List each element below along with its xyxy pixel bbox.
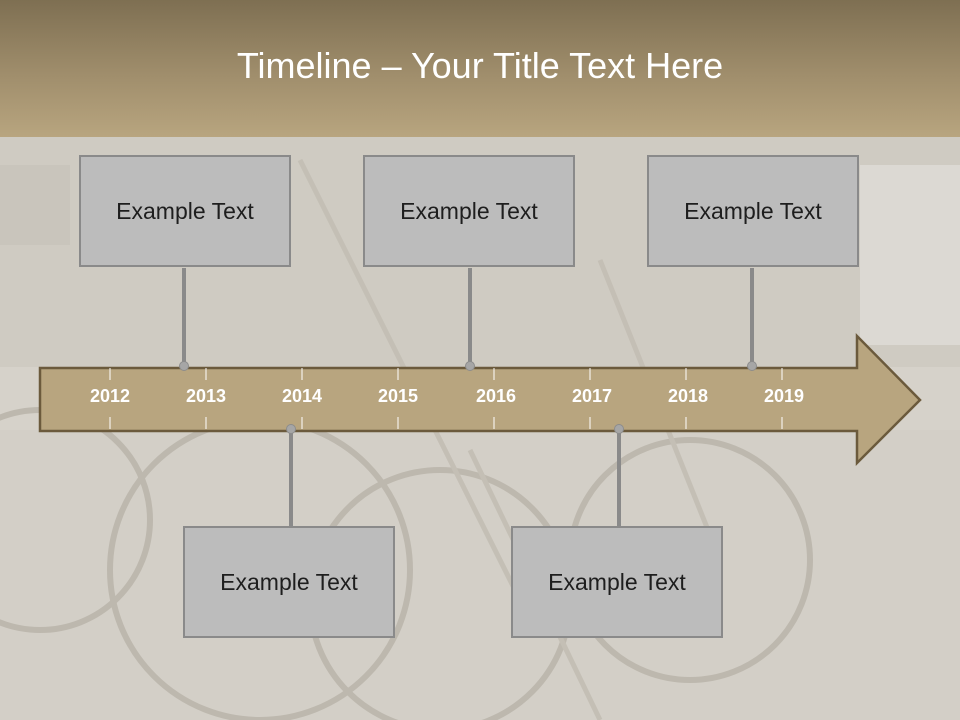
event-marker-dot — [747, 361, 757, 371]
event-box[interactable]: Example Text — [647, 155, 859, 267]
event-marker-dot — [286, 424, 296, 434]
year-label-2015: 2015 — [377, 386, 419, 406]
year-label-2014: 2014 — [281, 386, 323, 406]
year-label-2012: 2012 — [89, 386, 131, 406]
event-marker-dot — [465, 361, 475, 371]
connector-line — [617, 430, 621, 528]
year-label-2013: 2013 — [185, 386, 227, 406]
slide-title: Timeline – Your Title Text Here — [236, 45, 724, 86]
connector-line — [182, 268, 186, 366]
connector-line — [289, 430, 293, 528]
event-box[interactable]: Example Text — [363, 155, 575, 267]
connector-line — [468, 268, 472, 366]
header-band — [0, 0, 960, 137]
connector-line — [750, 268, 754, 366]
event-box[interactable]: Example Text — [79, 155, 291, 267]
year-label-2018: 2018 — [667, 386, 709, 406]
year-label-2019: 2019 — [763, 386, 805, 406]
event-box[interactable]: Example Text — [511, 526, 723, 638]
event-box[interactable]: Example Text — [183, 526, 395, 638]
event-marker-dot — [614, 424, 624, 434]
year-label-2017: 2017 — [571, 386, 613, 406]
year-label-2016: 2016 — [475, 386, 517, 406]
event-marker-dot — [179, 361, 189, 371]
